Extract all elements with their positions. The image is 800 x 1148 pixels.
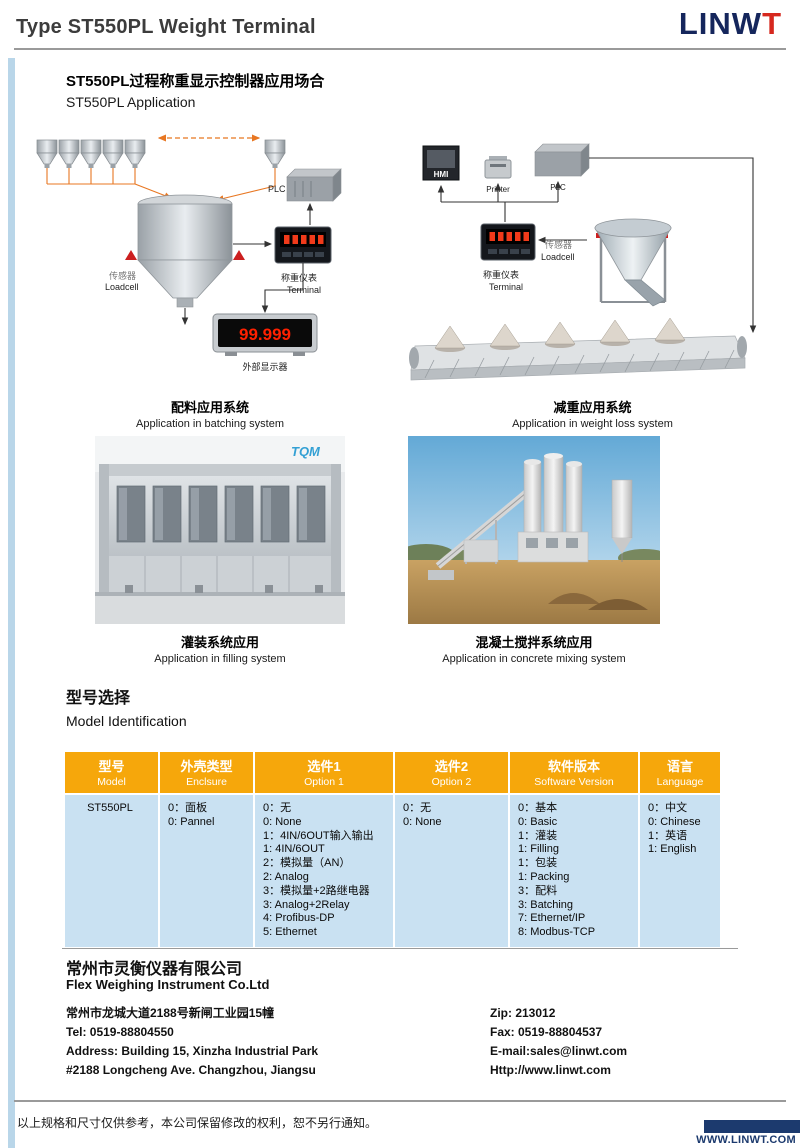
col-header-enclosure-en: Enclsure: [186, 776, 227, 788]
col-header-option2-en: Option 2: [431, 776, 472, 788]
loadcell-label-cn: 传感器: [109, 270, 136, 281]
col-header-language: 语言 Language: [640, 752, 720, 793]
weighing-terminal-icon: [480, 223, 536, 261]
footer-website: WWW.LINWT.COM: [696, 1134, 796, 1146]
weigh-tank-icon: [125, 194, 245, 326]
terminal-label-en: Terminal: [287, 285, 321, 295]
loadcell-mount-icon: [233, 250, 245, 260]
company-name-cn: 常州市灵衡仪器有限公司: [66, 961, 243, 978]
concrete-caption: 混凝土搅拌系统应用 Application in concrete mixing…: [408, 632, 660, 665]
footer-accent-bar: [704, 1120, 800, 1133]
filling-caption-cn: 灌装系统应用: [180, 635, 259, 650]
batching-caption: 配料应用系统 Application in batching system: [25, 397, 395, 430]
col-header-language-en: Language: [656, 776, 704, 788]
remote-display-value: 99.999: [239, 325, 291, 344]
feed-hopper: [264, 139, 286, 169]
plc-icon: [534, 143, 590, 177]
printer-icon: [484, 156, 512, 179]
model-section-heading: 型号选择 Model Identification: [66, 684, 187, 729]
col-header-software-cn: 软件版本: [547, 759, 600, 774]
concrete-plant-structures: [428, 453, 633, 580]
company-name-en: Flex Weighing Instrument Co.Ltd: [66, 977, 270, 992]
photo-watermark: TQM: [291, 444, 321, 459]
footer-divider: [14, 1100, 786, 1102]
concrete-caption-en: Application in concrete mixing system: [442, 653, 626, 665]
feed-lines: [46, 168, 276, 202]
application-section-heading: ST550PL过程称重显示控制器应用场合 ST550PL Application: [66, 70, 324, 110]
page-title: Type ST550PL Weight Terminal: [16, 16, 316, 38]
filling-caption: 灌装系统应用 Application in filling system: [95, 632, 345, 665]
col-header-option2: 选件2 Option 2: [395, 752, 510, 793]
col-header-model-cn: 型号: [98, 759, 125, 774]
col-header-option2-cn: 选件2: [434, 759, 469, 774]
col-header-enclosure: 外壳类型 Enclsure: [160, 752, 255, 793]
weigh-hopper-icon: [594, 218, 672, 307]
terminal-label-en: Terminal: [489, 282, 523, 292]
weightloss-system-diagram: HMI Printer PLC: [409, 143, 757, 381]
model-identification-table: 型号 Model 外壳类型 Enclsure 选件1 Option 1 选件2 …: [65, 752, 720, 947]
concrete-mixing-photo: [408, 436, 660, 624]
terminal-to-display-line: [261, 263, 304, 314]
company-divider: [62, 948, 738, 949]
filling-caption-en: Application in filling system: [154, 653, 286, 665]
company-logo: LINWT: [679, 6, 782, 42]
material-piles: [434, 317, 686, 352]
loadcell-label-cn: 传感器: [545, 239, 572, 250]
model-table-header-row: 型号 Model 外壳类型 Enclsure 选件1 Option 1 选件2 …: [65, 752, 720, 793]
concrete-caption-cn: 混凝土搅拌系统应用: [475, 635, 593, 650]
left-accent-strip: [8, 58, 15, 1148]
weightloss-caption: 减重应用系统 Application in weight loss system: [405, 397, 780, 430]
col-header-software: 软件版本 Software Version: [510, 752, 640, 793]
col-header-model-en: Model: [97, 776, 126, 788]
footer-disclaimer: 以上规格和尺寸仅供参考，本公司保留修改的权利，恕不另行通知。: [17, 1116, 378, 1130]
model-heading-cn: 型号选择: [66, 690, 131, 707]
loadcell-mount-icon: [125, 250, 137, 260]
terminal-label-cn: 称重仪表: [483, 269, 519, 280]
model-heading-en: Model Identification: [66, 713, 187, 729]
col-header-model: 型号 Model: [65, 752, 160, 793]
application-heading-en: ST550PL Application: [66, 94, 196, 110]
plc-label: PLC: [268, 184, 286, 194]
weightloss-caption-en: Application in weight loss system: [512, 418, 673, 430]
plc-icon: [286, 168, 342, 202]
batching-caption-cn: 配料应用系统: [170, 400, 249, 415]
header-divider: [14, 48, 786, 50]
cell-model: ST550PL: [65, 795, 160, 947]
col-header-software-en: Software Version: [534, 776, 614, 788]
logo-accent-letter: T: [762, 6, 782, 41]
remote-display-label: 外部显示器: [242, 361, 287, 372]
batching-system-diagram: 传感器 Loadcell PLC 称重仪表 Terminal: [36, 134, 342, 372]
terminal-label-cn: 称重仪表: [281, 272, 317, 283]
logo-text: LINW: [678, 6, 763, 41]
col-header-option1-cn: 选件1: [307, 759, 341, 774]
batching-caption-en: Application in batching system: [136, 418, 284, 430]
hmi-icon: HMI: [422, 145, 460, 181]
col-header-option1: 选件1 Option 1: [255, 752, 395, 793]
remote-display-icon: 99.999: [212, 313, 318, 356]
loadcell-label-en: Loadcell: [541, 252, 575, 262]
col-header-enclosure-cn: 外壳类型: [180, 759, 233, 774]
signal-lines: [437, 157, 757, 334]
loadcell-label-en: Loadcell: [105, 282, 139, 292]
weighing-terminal-icon: [274, 226, 332, 264]
col-header-language-cn: 语言: [666, 759, 693, 774]
hmi-label: HMI: [434, 170, 449, 179]
weightloss-caption-cn: 减重应用系统: [553, 400, 632, 415]
ingredient-hoppers: [36, 139, 146, 169]
filling-system-photo: TQM: [95, 436, 345, 624]
col-header-option1-en: Option 1: [304, 776, 344, 788]
application-heading-cn: ST550PL过程称重显示控制器应用场合: [66, 73, 325, 90]
